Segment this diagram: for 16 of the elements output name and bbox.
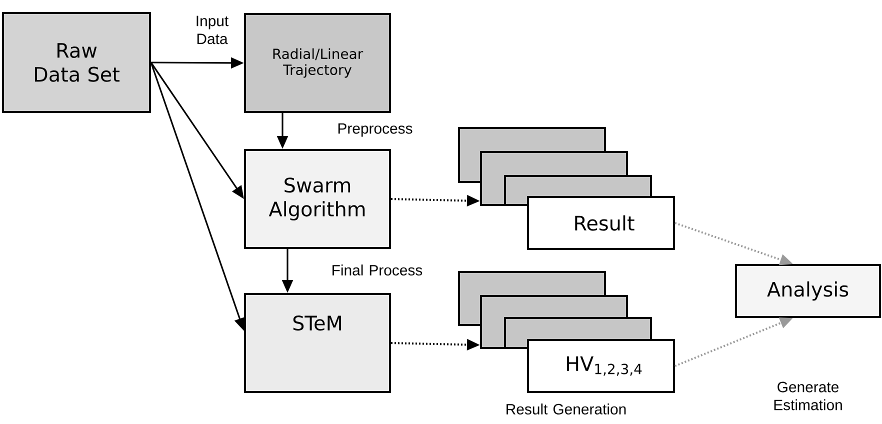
process-box xyxy=(244,149,391,249)
node-label: STeM xyxy=(293,316,342,331)
node-label: Radial/Linear Trajectory xyxy=(273,48,364,78)
data-box xyxy=(2,12,151,113)
edge-label: Preprocess xyxy=(338,123,412,137)
node-label: Analysis xyxy=(767,281,848,301)
edge-label: Final Process xyxy=(332,264,422,276)
process-box xyxy=(244,293,391,393)
node-label: Raw Data Set xyxy=(34,43,120,82)
edge-label: Input Data xyxy=(196,16,229,44)
process-box xyxy=(244,13,391,113)
result-box: HV$_{1,2,3,4}$ xyxy=(527,339,675,393)
node-label: Swarm Algorithm xyxy=(268,178,365,220)
result-box: Result xyxy=(527,196,675,250)
analysis-box xyxy=(735,264,881,318)
caption: Generate Estimation xyxy=(774,382,842,410)
